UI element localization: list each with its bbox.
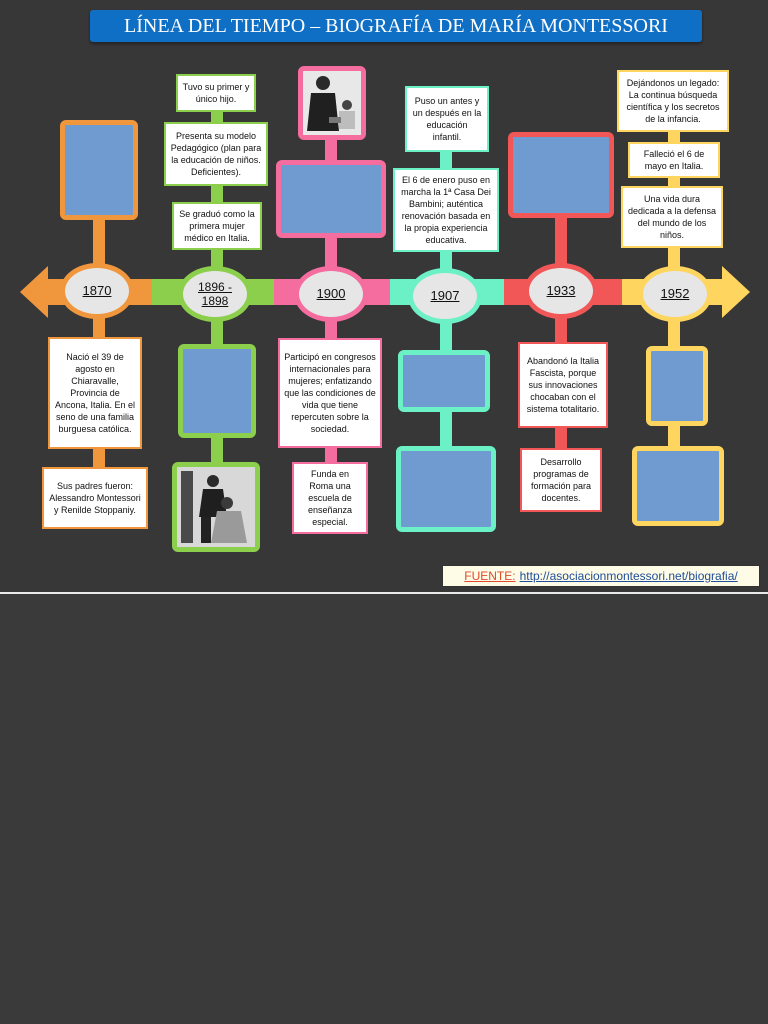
image-placeholder: [646, 346, 708, 426]
year-node-1952: 1952: [638, 266, 712, 322]
year-node-1896-1898: 1896 - 1898: [178, 266, 252, 322]
year-node-1900: 1900: [294, 266, 368, 322]
event-text-box: Presenta su modelo Pedagógico (plan para…: [164, 122, 268, 186]
source-label: FUENTE:: [464, 569, 516, 583]
source-citation: FUENTE: http://asociacionmontessori.net/…: [442, 565, 760, 587]
portrait-photo-image: [303, 71, 361, 135]
event-text-box: Tuvo su primer y único hijo.: [176, 74, 256, 112]
event-text-box: Se graduó como la primera mujer médico e…: [172, 202, 262, 250]
image-placeholder: [508, 132, 614, 218]
connector-line: [93, 214, 105, 274]
event-text-box: Puso un antes y un después en la educaci…: [405, 86, 489, 152]
year-node-1933: 1933: [524, 263, 598, 319]
image-placeholder: [398, 350, 490, 412]
image-placeholder: [60, 120, 138, 220]
year-node-1907: 1907: [408, 268, 482, 324]
connector-line: [555, 214, 567, 274]
source-link[interactable]: http://asociacionmontessori.net/biografi…: [519, 569, 738, 583]
portrait-photo: [172, 462, 260, 552]
portrait-photo-image: [177, 467, 255, 547]
event-text-box: Funda en Roma una escuela de enseñanza e…: [292, 462, 368, 534]
event-text-box: Falleció el 6 de mayo en Italia.: [628, 142, 720, 178]
image-placeholder: [632, 446, 724, 526]
image-placeholder: [396, 446, 496, 532]
timeline-arrow-right: [722, 266, 750, 318]
event-text-box: Desarrollo programas de formación para d…: [520, 448, 602, 512]
page-title: LÍNEA DEL TIEMPO – BIOGRAFÍA DE MARÍA MO…: [90, 10, 702, 42]
event-text-box: Una vida dura dedicada a la defensa del …: [621, 186, 723, 248]
event-text-box: Abandonó la Italia Fascista, porque sus …: [518, 342, 608, 428]
year-node-1870: 1870: [60, 263, 134, 319]
image-placeholder: [178, 344, 256, 438]
timeline-slide: LÍNEA DEL TIEMPO – BIOGRAFÍA DE MARÍA MO…: [20, 10, 760, 587]
portrait-photo: [298, 66, 366, 140]
image-placeholder: [276, 160, 386, 238]
event-text-box: Sus padres fueron: Alessandro Montessori…: [42, 467, 148, 529]
timeline-arrow-left: [20, 266, 48, 318]
event-text-box: Participó en congresos internacionales p…: [278, 338, 382, 448]
event-text-box: Dejándonos un legado: La continua búsque…: [617, 70, 729, 132]
event-text-box: El 6 de enero puso en marcha la 1ª Casa …: [393, 168, 499, 252]
event-text-box: Nació el 39 de agosto en Chiaravalle, Pr…: [48, 337, 142, 449]
slide-divider: [0, 592, 768, 594]
